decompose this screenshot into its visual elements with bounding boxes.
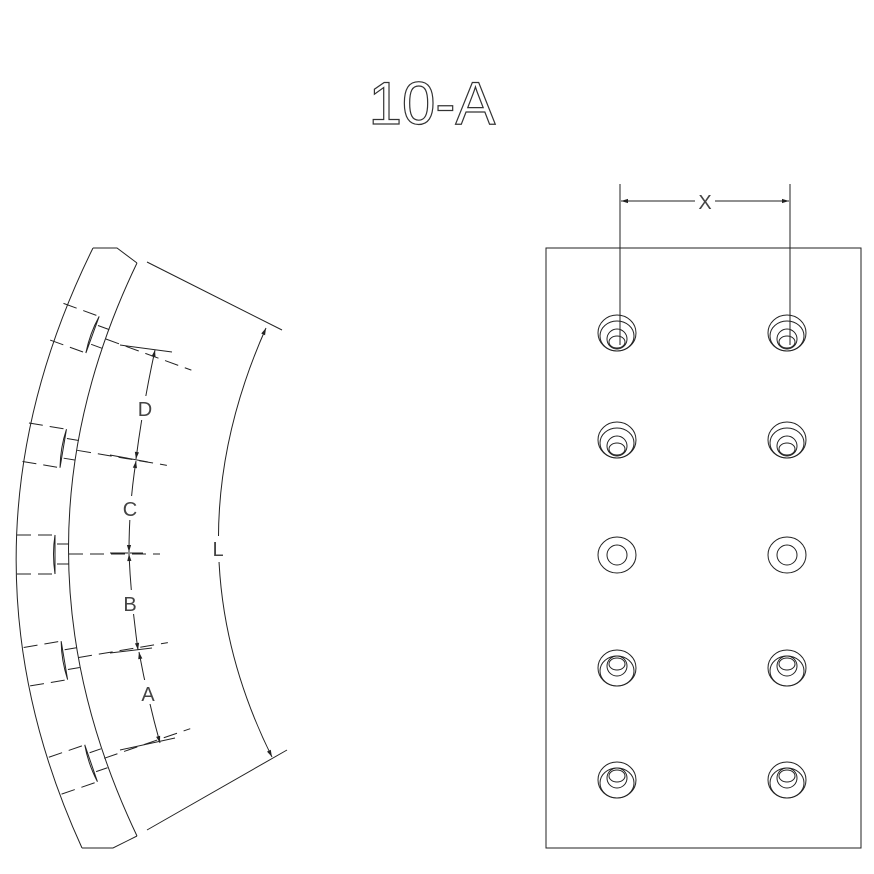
brake-lining-side-view: L D C B A bbox=[15, 247, 288, 849]
lining-bottom-edge bbox=[82, 835, 138, 849]
l-extension-top bbox=[146, 261, 283, 331]
dim-label-l: L bbox=[212, 539, 223, 561]
dim-label-d: D bbox=[138, 399, 152, 421]
dim-label-a: A bbox=[141, 684, 155, 706]
drawing-title: 10-A bbox=[369, 70, 496, 137]
lining-top-edge bbox=[93, 247, 138, 264]
ab-extension bbox=[109, 647, 153, 654]
lining-inner-arc bbox=[68, 262, 138, 837]
cd-extension bbox=[109, 454, 149, 463]
side-hole bbox=[22, 422, 167, 469]
dim-label-c: C bbox=[123, 499, 137, 521]
a-extension bbox=[119, 737, 176, 751]
side-hole bbox=[49, 302, 192, 371]
face-holes bbox=[597, 314, 807, 799]
lining-outer-arc bbox=[15, 247, 94, 849]
lining-face-outline bbox=[545, 247, 862, 849]
side-hole bbox=[48, 728, 191, 795]
dim-label-b: B bbox=[123, 594, 136, 616]
face-hole bbox=[597, 649, 637, 687]
face-hole bbox=[767, 314, 807, 352]
face-hole bbox=[767, 536, 807, 574]
face-hole bbox=[767, 649, 807, 687]
side-hole bbox=[23, 640, 168, 687]
face-hole bbox=[597, 536, 637, 574]
l-extension-bottom bbox=[146, 749, 288, 831]
dim-label-x: X bbox=[698, 192, 711, 214]
brake-lining-face-view: X bbox=[545, 184, 862, 849]
face-hole bbox=[767, 761, 807, 799]
side-holes bbox=[17, 302, 192, 795]
face-hole bbox=[767, 421, 807, 459]
face-hole bbox=[597, 314, 637, 352]
face-hole bbox=[597, 421, 637, 459]
side-hole bbox=[17, 534, 160, 575]
d-extension bbox=[119, 344, 173, 353]
face-hole bbox=[597, 761, 637, 799]
